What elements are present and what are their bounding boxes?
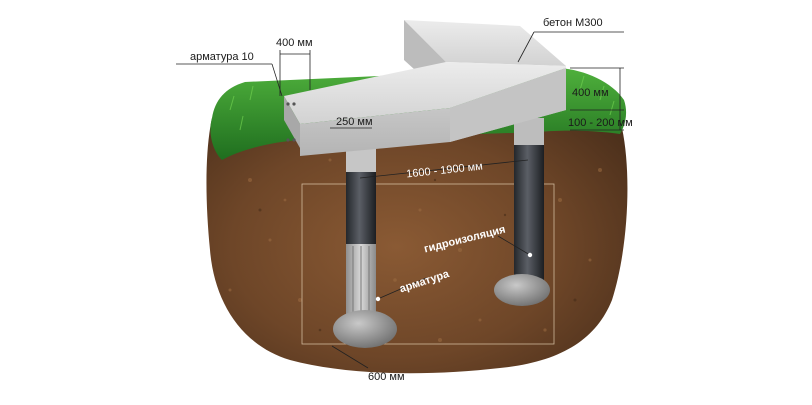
label-concrete: бетон М300 xyxy=(543,17,603,29)
grass-blades xyxy=(229,75,615,131)
rebar-ends xyxy=(286,102,296,142)
waterproofing-leader-dot xyxy=(527,252,533,258)
excavation-outline xyxy=(301,183,555,345)
label-beam-height: 400 мм xyxy=(572,87,609,99)
right-pile xyxy=(494,118,550,306)
left-pile xyxy=(333,148,397,348)
right-pile-base xyxy=(494,274,550,306)
label-base-diameter: 600 мм xyxy=(368,371,405,383)
left-pile-base xyxy=(333,310,397,348)
label-beam-width: 400 мм xyxy=(276,37,313,49)
concrete-beam xyxy=(284,20,566,156)
soil-texture xyxy=(228,158,602,342)
label-pile-diameter: 250 мм xyxy=(336,116,373,128)
dimension-lines xyxy=(176,31,624,369)
label-gap: 100 - 200 мм xyxy=(568,117,633,129)
label-rebar-top: арматура 10 xyxy=(190,51,254,63)
rebar-leader-dot xyxy=(375,296,381,302)
